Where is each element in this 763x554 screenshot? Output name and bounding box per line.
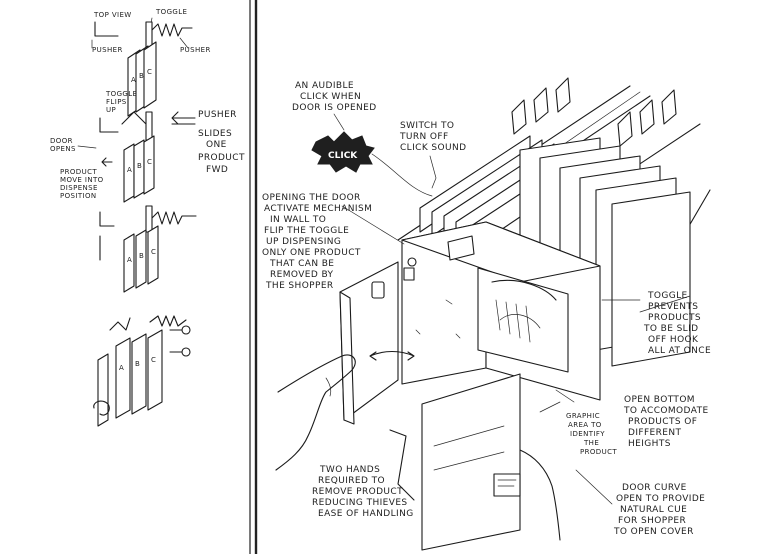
label-pusher-small: PUSHER [92,46,123,54]
graphic-line-2: AREA TO [568,421,602,429]
label-flips: FLIPS [106,98,127,106]
callout-open-bottom: OPEN BOTTOM TO ACCOMODATE PRODUCTS OF DI… [623,395,709,449]
opening-line-3: IN WALL TO [270,215,326,225]
opening-line-4: FLIP THE TOGGLE [264,226,349,236]
label-one: ONE [206,140,227,150]
two-hands-line-5: EASE OF HANDLING [318,509,414,519]
svg-text:A: A [127,256,132,264]
svg-text:B: B [139,252,144,260]
step-1-top-view: TOP VIEW TOGGLE PUSHER PUSHER A B C [91,8,211,117]
label-toggle-2: TOGGLE [105,90,137,98]
graphic-line-5: PRODUCT [580,448,617,456]
prevents-line-1: TOGGLE [647,291,688,301]
audible-click-line-3: DOOR IS OPENED [292,103,377,113]
step-3-dispense: A B C [99,205,197,293]
step-4-perspective: A B C [93,315,191,427]
opening-line-2: ACTIVATE MECHANISM [264,204,372,214]
svg-text:B: B [135,360,140,368]
dispenser-housing [401,221,601,401]
click-burst: CLICK [311,131,433,197]
shopper-hand-left [275,354,356,471]
callout-opening-door: OPENING THE DOOR ACTIVATE MECHANISM IN W… [262,193,372,291]
callout-switch: SWITCH TO TURN OFF CLICK SOUND [399,121,466,189]
svg-text:C: C [151,356,156,364]
two-hands-line-4: REDUCING THIEVES [312,498,408,508]
open-bottom-line-5: HEIGHTS [628,439,671,449]
door-curve-line-2: OPEN TO PROVIDE [616,494,705,504]
switch-line-2: TURN OFF [399,132,449,142]
prevents-line-2: PREVENTS [648,302,698,312]
callout-two-hands: TWO HANDS REQUIRED TO REMOVE PRODUCT RED… [312,465,414,519]
label-opens: OPENS [50,145,76,153]
door-curve-line-5: TO OPEN COVER [613,527,694,537]
two-hands-line-1: TWO HANDS [319,465,380,475]
opening-line-6: ONLY ONE PRODUCT [262,248,361,258]
label-position: POSITION [60,192,97,200]
label-toggle-1: TOGGLE [155,8,187,16]
label-slides: SLIDES [198,129,232,139]
switch-line-1: SWITCH TO [400,121,454,131]
left-panel-mechanism-steps: TOP VIEW TOGGLE PUSHER PUSHER A B C TOGG… [50,8,245,427]
graphic-line-4: THE [583,439,599,447]
product-letter-c: C [147,68,152,76]
graphic-line-1: GRAPHIC [566,412,600,420]
opening-line-5: UP DISPENSING [266,237,341,247]
product-letter-a: A [131,76,136,84]
callout-audible-click: AN AUDIBLE CLICK WHEN DOOR IS OPENED [292,81,377,131]
label-product: PRODUCT [198,153,245,163]
opening-line-1: OPENING THE DOOR [262,193,361,203]
two-hands-line-3: REMOVE PRODUCT [312,487,403,497]
label-product-move: PRODUCT [60,168,97,176]
label-top-view: TOP VIEW [93,11,132,19]
svg-text:C: C [147,158,152,166]
two-hands-line-2: REQUIRED TO [318,476,385,486]
switch-line-3: CLICK SOUND [400,143,466,153]
dispenser-door-open [339,261,399,425]
open-bottom-line-4: DIFFERENT [628,428,681,438]
opening-line-9: THE SHOPPER [265,281,334,291]
prevents-line-4: TO BE SLID [643,324,698,334]
step-2-toggle-flips: TOGGLE FLIPS UP PUSHER SLIDES ONE PRODUC… [50,90,245,203]
opening-line-8: REMOVED BY [270,270,334,280]
open-bottom-line-1: OPEN BOTTOM [624,395,695,405]
audible-click-line-2: CLICK WHEN [300,92,361,102]
label-pusher-1: PUSHER [180,46,211,54]
door-curve-line-3: NATURAL CUE [620,505,687,515]
product-stack-right [519,137,691,367]
door-curve-line-1: DOOR CURVE [622,483,687,493]
open-bottom-line-3: PRODUCTS OF [628,417,697,427]
toggle-hooks [511,77,677,147]
svg-text:A: A [119,364,124,372]
prevents-line-5: OFF HOOK [648,335,699,345]
door-curve-line-4: FOR SHOPPER [618,516,686,526]
opening-line-7: THAT CAN BE [269,259,334,269]
label-door: DOOR [50,137,73,145]
dispenser-perspective-drawing [275,77,711,551]
callout-graphic-area: GRAPHIC AREA TO IDENTIFY THE PRODUCT [566,412,617,456]
label-move-into: MOVE INTO [60,176,104,184]
label-up: UP [106,106,116,114]
svg-text:A: A [127,166,132,174]
open-bottom-line-2: TO ACCOMODATE [623,406,709,416]
prevents-line-3: PRODUCTS [648,313,701,323]
dispensed-product-panel [421,373,521,551]
label-dispense: DISPENSE [60,184,98,192]
svg-text:B: B [137,162,142,170]
svg-text:C: C [151,248,156,256]
product-letter-b: B [139,72,144,80]
audible-click-line-1: AN AUDIBLE [295,81,354,91]
callout-toggle-prevents: TOGGLE PREVENTS PRODUCTS TO BE SLID OFF … [643,291,711,356]
prevents-line-6: ALL AT ONCE [648,346,711,356]
label-fwd: FWD [206,165,228,175]
label-pusher-2: PUSHER [198,110,237,120]
click-burst-text: CLICK [328,151,358,161]
graphic-line-3: IDENTIFY [570,430,605,438]
callout-door-curve: DOOR CURVE OPEN TO PROVIDE NATURAL CUE F… [613,483,705,537]
panel-divider [249,0,258,554]
